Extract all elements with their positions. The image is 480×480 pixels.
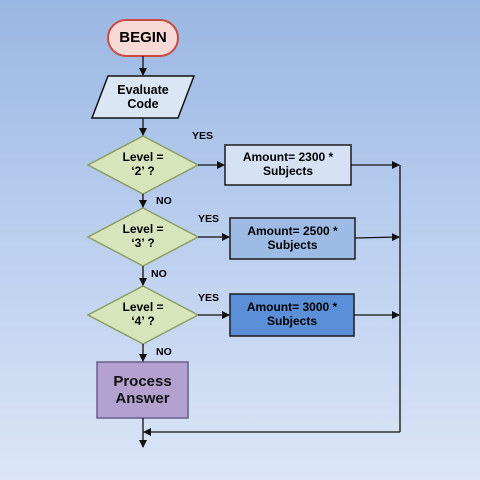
decision-1-line2: ‘2’ ? <box>131 164 155 178</box>
yes-label-2: YES <box>198 213 220 225</box>
no-label-1: NO <box>156 195 172 207</box>
process-answer-box <box>96 361 189 419</box>
amount-box-2500 <box>229 217 356 260</box>
begin-text: BEGIN <box>119 29 167 47</box>
decision-3-line2: ‘4’ ? <box>131 314 155 328</box>
amount-1-line1: Amount= 2300 * <box>242 150 334 165</box>
decision-1-line1: Level = <box>122 150 164 165</box>
amount-2500-label: Amount= 2500 * Subjects <box>230 218 355 259</box>
amount-box-3000 <box>229 293 355 337</box>
process-answer-label: Process Answer <box>97 362 188 418</box>
no-label-3: NO <box>156 346 172 358</box>
amount-box-2300 <box>224 144 352 186</box>
decision-level-4-label: Level = ‘4’ ? <box>88 286 198 344</box>
amount-2-line2: Subjects <box>267 237 318 252</box>
decision-level-2-label: Level = ‘2’ ? <box>88 136 198 194</box>
connector-2500-bus <box>354 233 400 242</box>
decision-level-3-label: Level = ‘3’ ? <box>88 208 198 266</box>
yes-label-1: YES <box>192 130 214 142</box>
amount-3-line1: Amount= 3000 * <box>246 300 338 315</box>
evaluate-line2: Code <box>127 97 159 111</box>
amount-2-line1: Amount= 2500 * <box>247 223 338 238</box>
evaluate-code-input <box>90 75 196 119</box>
evaluate-line1: Evaluate <box>117 82 169 97</box>
decision-3-line1: Level = <box>122 300 164 315</box>
amount-2300-label: Amount= 2300 * Subjects <box>225 145 351 185</box>
amount-1-line2: Subjects <box>262 164 313 178</box>
process-line2: Answer <box>115 390 170 407</box>
amount-3000-label: Amount= 3000 * Subjects <box>230 294 354 336</box>
process-line1: Process <box>113 372 172 390</box>
evaluate-code-label: Evaluate Code <box>96 76 190 118</box>
no-label-2: NO <box>151 268 167 280</box>
yes-label-3: YES <box>198 292 220 304</box>
decision-2-line1: Level = <box>122 222 164 237</box>
decision-2-line2: ‘3’ ? <box>131 236 155 250</box>
amount-3-line2: Subjects <box>266 314 317 328</box>
begin-label: BEGIN <box>108 20 178 56</box>
